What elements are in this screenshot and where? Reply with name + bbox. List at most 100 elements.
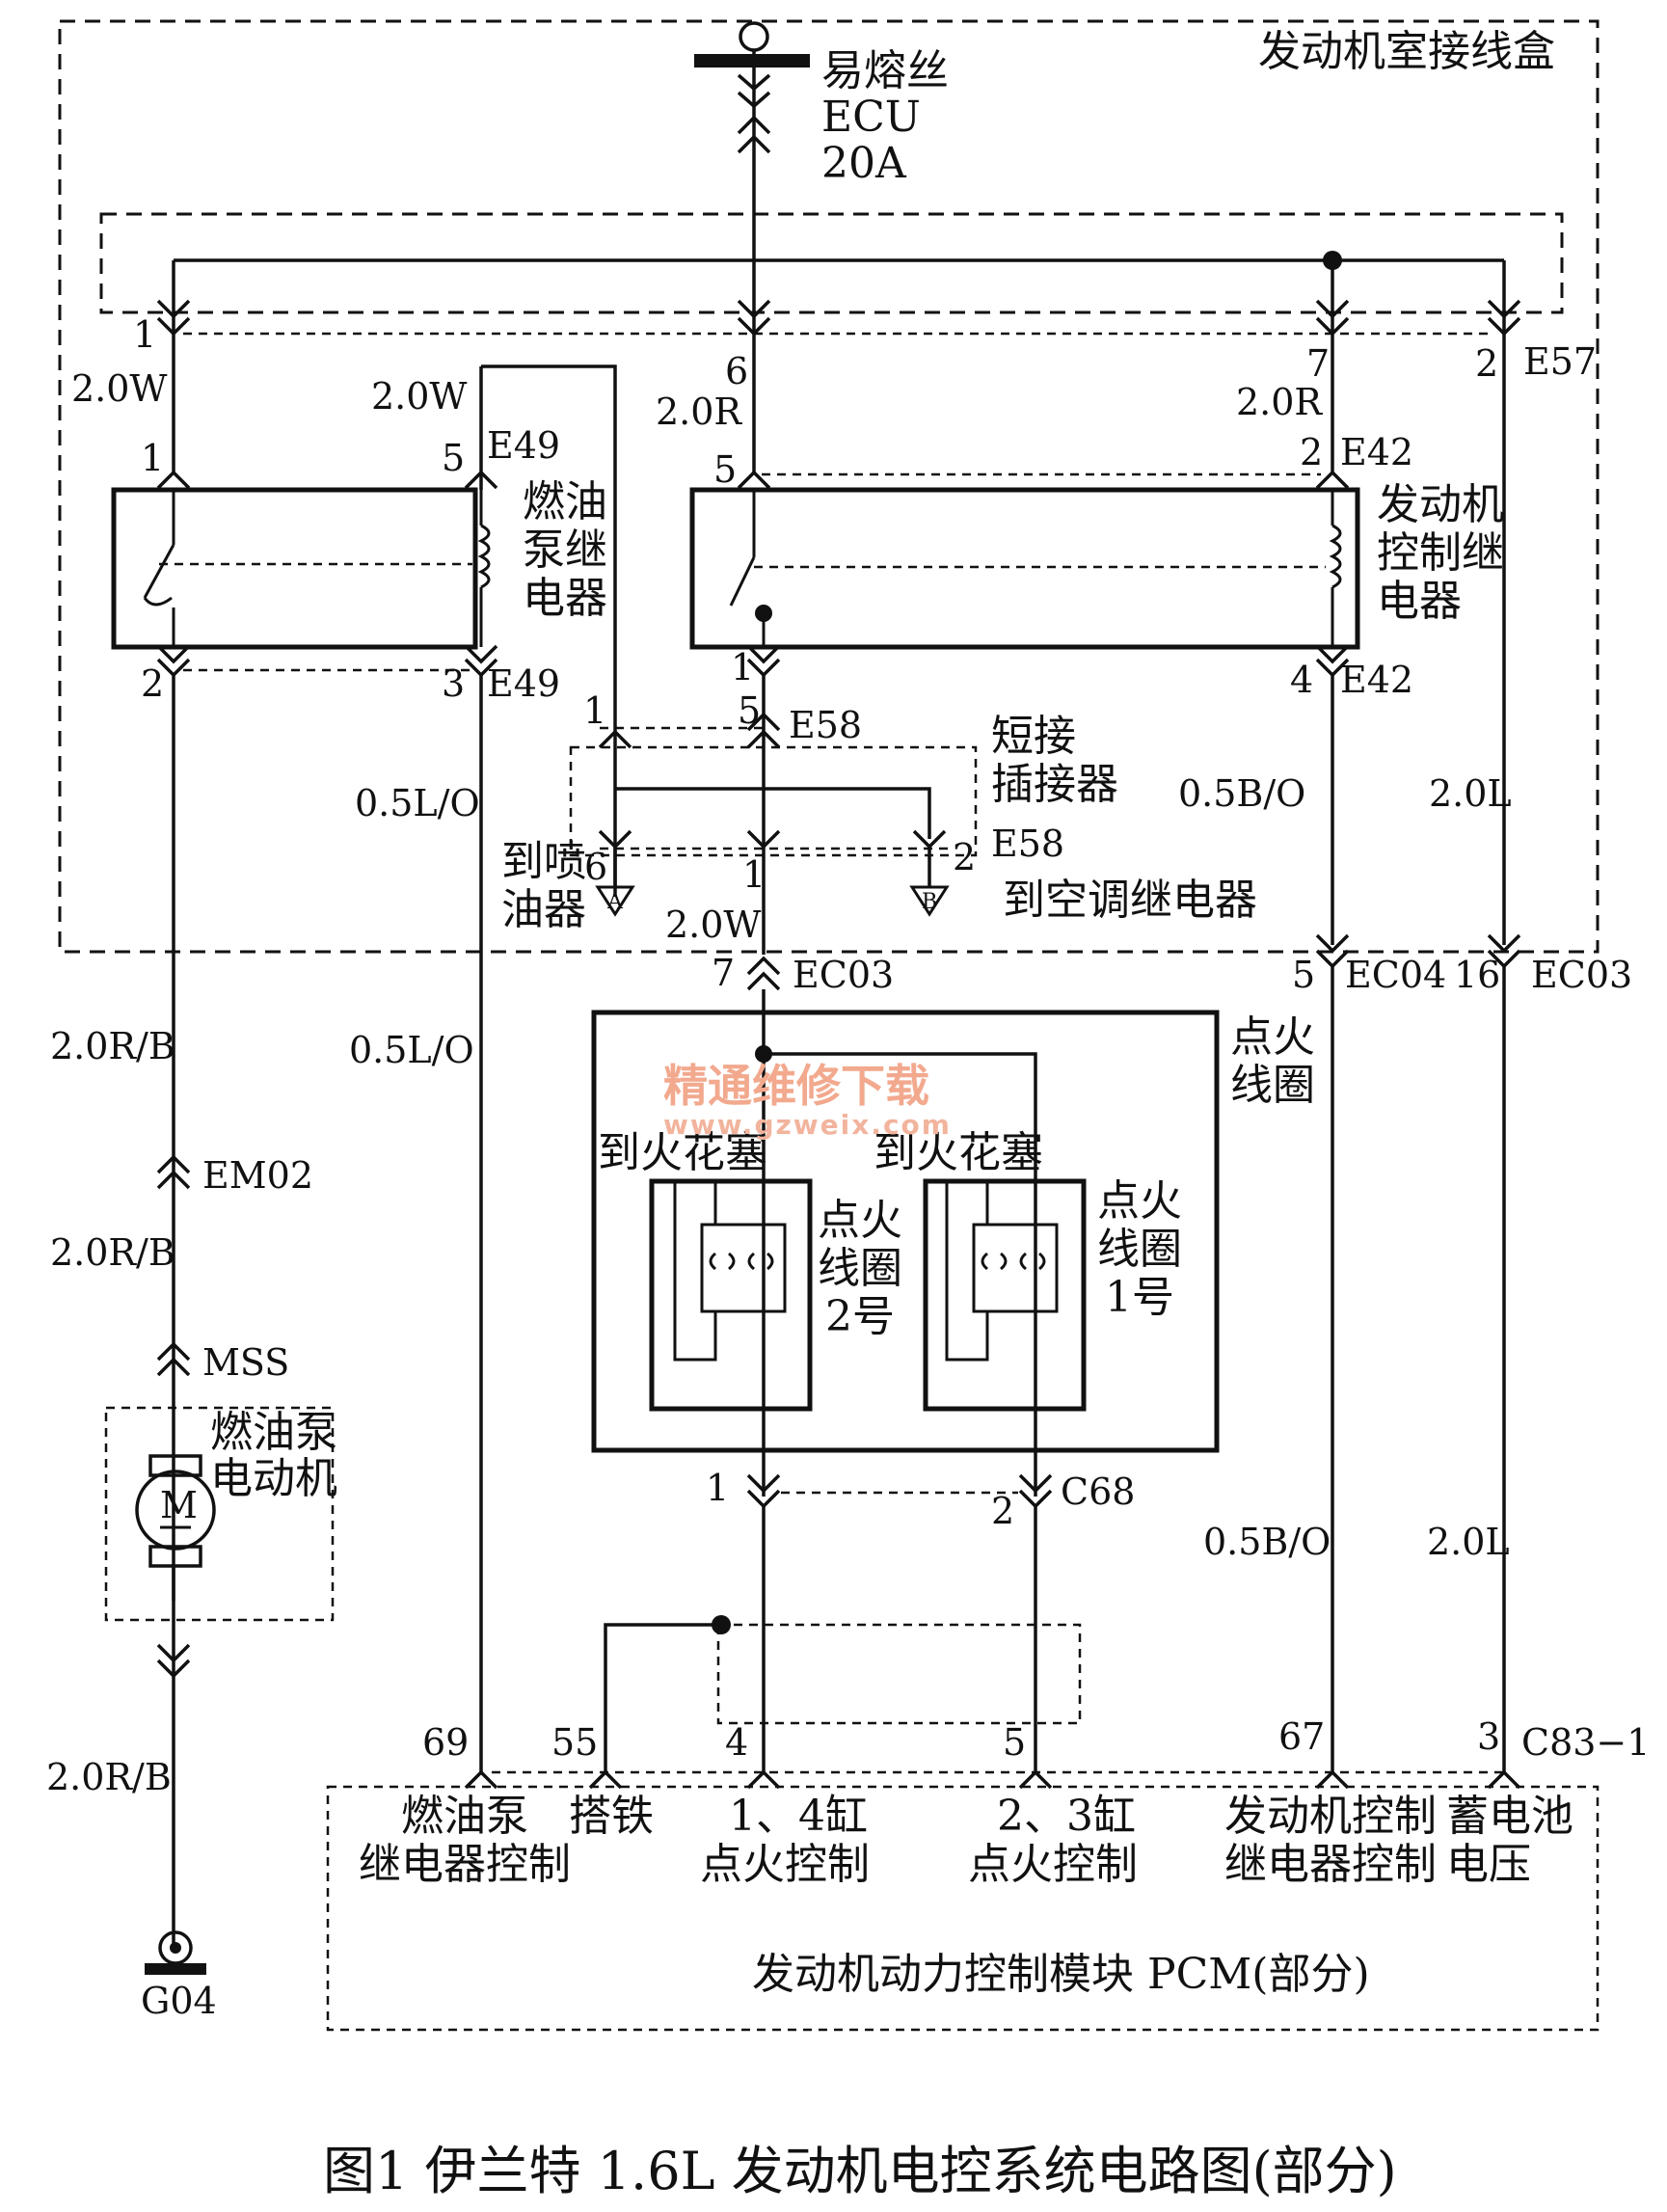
to-spark-plug-left: 到火花塞 [598,1128,767,1177]
pcm-term-batt-2: 电压 [1446,1840,1531,1889]
fuel-pump-relay-box [111,487,478,650]
coil-1-label-2: 线圈 [1097,1225,1182,1274]
short-connector-label-2: 插接器 [991,760,1118,809]
pcm-outline [326,1785,1600,2032]
ec03-pin-7: 7 [712,952,735,994]
fp-relay-pin-3: 3 [442,662,465,705]
pin-7-top: 7 [1306,342,1330,385]
fuel-pump-motor-circuit: 2.0R/B EM02 2.0R/B MSS M 燃油泵 电动机 2.0R/B … [46,1025,337,2022]
relay-coil-icon [477,524,491,589]
bus-junction-dot [1323,251,1342,270]
ecr-pin-5: 5 [713,448,737,491]
ac-relay-arrow-icon [909,885,950,917]
wire-7: 2.0R [1236,381,1323,423]
watermark-cn: 精通维修下载 [663,1060,929,1112]
wire-left-top: 2.0W [71,367,168,410]
fuse-label: ECU [821,93,921,142]
relay-coil-icon-2 [1329,524,1342,589]
wire-05lo-1: 0.5L/O [355,782,480,824]
short-connector-label-1: 短接 [991,712,1076,761]
ignition-coil: 点火 线圈 到火花塞 到火花塞 点火 线圈 2号 点火 线圈 1号 精通维修下载… [591,989,1315,1497]
pcm-term-cyl14-1: 1、4缸 [729,1792,868,1841]
connector-e42-top: E42 [1340,431,1413,473]
fp-relay-pin-2: 2 [141,662,164,705]
e58-pin-2: 2 [953,836,976,878]
c68-connector: 1 2 C68 [706,1467,1135,1532]
wire-20l-1: 2.0L [1429,772,1512,815]
connector-em02: EM02 [202,1154,313,1197]
pcm-term-ground: 搭铁 [569,1792,654,1841]
ec03-pin-16: 16 [1454,954,1500,996]
coil-2-box [649,1178,813,1412]
ecr-pin-2: 2 [1300,431,1323,473]
coil-1-label-3: 1号 [1105,1273,1174,1322]
pcm-term-cyl23-1: 2、3缸 [997,1792,1136,1841]
e58-pin-1: 1 [583,689,606,732]
c68-pin-2: 2 [991,1490,1014,1532]
coil-1-winding-icon [981,1252,1046,1271]
short-connector-box [569,745,978,857]
wire-mid-top: 2.0W [371,375,468,418]
pcm-term-batt-1: 蓄电池 [1446,1792,1573,1841]
motor-icon [135,1470,216,1551]
to-ac-relay-label: 到空调继电器 [1003,876,1257,925]
engine-control-relay-label-3: 电器 [1377,577,1462,626]
fuse-rating: 20A [821,139,907,188]
fusible-link: 易熔丝 ECU 20A [694,21,949,188]
connector-ec03-right: EC03 [1531,954,1632,996]
coil-2-label-3: 2号 [825,1292,895,1341]
inner-bus-box [99,212,1564,314]
pcm-pin-69: 69 [422,1721,469,1764]
pcm-term-cyl23-2: 点火控制 [968,1840,1138,1889]
wire-05lo-2: 0.5L/O [349,1029,474,1071]
engine-control-relay-label-2: 控制继 [1377,528,1504,578]
coil-1-label-1: 点火 [1097,1176,1182,1226]
fuse-name: 易熔丝 [821,46,949,95]
junction-box-title: 发动机室接线盒 [1258,27,1555,76]
pcm-term-fp-relay-1: 燃油泵 [401,1792,528,1841]
connector-e49-top: E49 [487,424,560,467]
pcm-pin-4: 4 [725,1721,748,1764]
pcm-term-fp-relay-2: 继电器控制 [359,1840,571,1889]
engine-control-relay: 5 2 E42 1 4 E42 发动机 控制继 电器 [689,431,1504,701]
box-exit-connectors: 7 EC03 5 EC04 16 EC03 [712,933,1632,996]
fuel-pump-motor-label-2: 电动机 [210,1454,337,1503]
wire-rb-2: 2.0R/B [50,1231,175,1274]
connector-e58-top: E58 [789,704,862,746]
marker-a: A [606,890,624,914]
pcm-term-ecr-2: 继电器控制 [1224,1840,1437,1889]
e58-pin-5: 5 [738,689,761,732]
pcm-term-ecr-1: 发动机控制 [1224,1792,1437,1841]
pcm-title: 发动机动力控制模块 PCM(部分) [752,1950,1370,1999]
fuel-pump-relay-label-3: 电器 [523,574,607,623]
fuel-pump-motor-label-1: 燃油泵 [210,1408,337,1457]
ecr-pin-1: 1 [731,646,754,688]
injector-arrow-icon [595,885,635,917]
ignition-coil-label-2: 线圈 [1230,1061,1315,1110]
connector-mss: MSS [202,1341,289,1384]
connector-e58-bottom: E58 [991,823,1064,865]
e58-pin-1b: 1 [742,853,766,896]
pcm-ground-splice [604,1615,1082,1774]
ec04-pin-5: 5 [1292,954,1315,996]
fuse-bar-icon [694,54,810,67]
pcm-pin-67: 67 [1278,1715,1325,1758]
fp-relay-pin-5: 5 [442,437,465,479]
marker-b: B [922,890,937,914]
connector-g04: G04 [141,1980,217,2022]
pin-6-top: 6 [725,350,748,392]
junction-box: 发动机室接线盒 [58,19,1600,954]
wire-05bo-2: 0.5B/O [1203,1521,1331,1563]
wire-05bo-1: 0.5B/O [1178,772,1305,815]
fuel-pump-relay: 1 5 E49 2 3 E49 燃油 泵继 电器 [111,364,617,897]
connector-e49-bottom: E49 [487,662,560,705]
top-bus: 1 6 7 2 E57 [99,145,1597,392]
coil-2-label-2: 线圈 [818,1244,902,1293]
pcm-pin-3: 3 [1477,1715,1500,1758]
to-injector-label-1: 到喷 [501,837,586,886]
wire-rb-1: 2.0R/B [50,1025,175,1067]
wire-6: 2.0R [656,391,742,433]
coil-1-box [923,1178,1087,1412]
fuse-terminal-icon [739,21,769,52]
